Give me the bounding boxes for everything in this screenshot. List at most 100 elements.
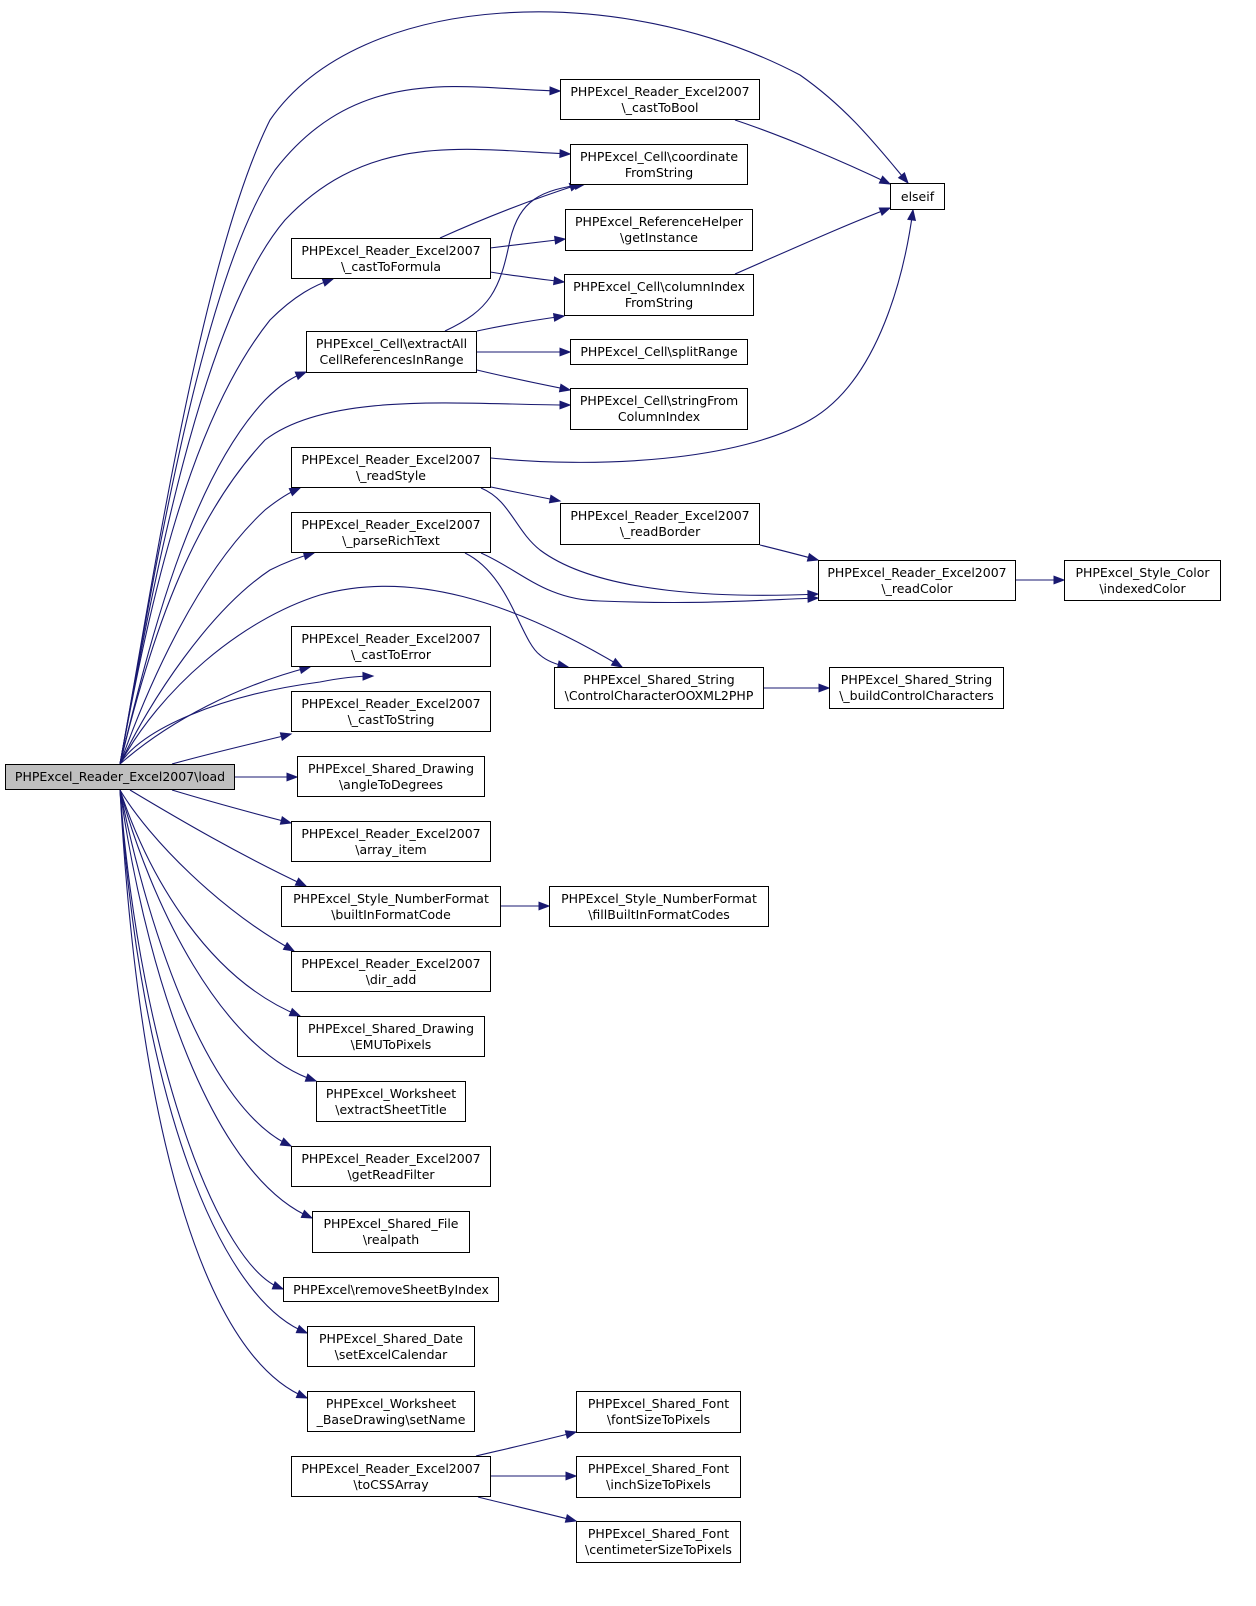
node-label-line: \builtInFormatCode bbox=[331, 906, 451, 922]
node-readStyle[interactable]: PHPExcel_Reader_Excel2007\_readStyle bbox=[291, 447, 491, 488]
node-fontSizeToPixels[interactable]: PHPExcel_Shared_Font\fontSizeToPixels bbox=[576, 1391, 741, 1433]
edge-castToBool-to-elseif-arrowhead bbox=[878, 175, 892, 185]
edge-load-to-realpath-arrowhead bbox=[279, 1137, 293, 1147]
node-label-line: \dir_add bbox=[365, 971, 417, 987]
node-setName[interactable]: PHPExcel_Worksheet_BaseDrawing\setName bbox=[307, 1391, 475, 1432]
edge-castToFormula-to-getInstance bbox=[489, 238, 566, 249]
node-controlCharOOXML[interactable]: PHPExcel_Shared_String\ControlCharacterO… bbox=[554, 667, 764, 709]
node-label-line: \_readColor bbox=[881, 580, 953, 596]
edge-load-to-readStyle bbox=[119, 487, 301, 765]
node-label-line: \_parseRichText bbox=[342, 532, 440, 548]
node-removeSheetByIndex[interactable]: PHPExcel\removeSheetByIndex bbox=[283, 1277, 499, 1302]
node-label-line: PHPExcel\removeSheetByIndex bbox=[293, 1281, 489, 1297]
edge-castToBool-to-elseif bbox=[734, 119, 891, 185]
edge-toCSSArray-to-fontSizeToPixels-arrowhead bbox=[564, 1430, 578, 1439]
edge-load-to-controlCharOOXML-arrowhead bbox=[610, 657, 624, 668]
edge-load-to-coordinateFromString bbox=[119, 148, 571, 765]
edge-load-to-setName bbox=[119, 789, 308, 1334]
node-fillBuiltInFormatCodes[interactable]: PHPExcel_Style_NumberFormat\fillBuiltInF… bbox=[549, 886, 769, 927]
node-elseif[interactable]: elseif bbox=[890, 183, 945, 210]
edge-parseRichText-to-readColor bbox=[480, 552, 819, 604]
edge-load-to-extractSheetTitle-arrowhead bbox=[288, 1007, 302, 1017]
node-readBorder[interactable]: PHPExcel_Reader_Excel2007\_readBorder bbox=[560, 503, 760, 545]
edge-load-to-elseif bbox=[119, 11, 909, 765]
edge-load-to-removeSheetByIndex bbox=[119, 789, 313, 1219]
node-label-line: PHPExcel_Shared_Drawing bbox=[307, 1020, 475, 1036]
node-label-line: \_readStyle bbox=[355, 467, 426, 483]
edge-load-to-castToString bbox=[119, 675, 374, 765]
node-indexedColor[interactable]: PHPExcel_Style_Color\indexedColor bbox=[1064, 560, 1221, 601]
node-label-line: PHPExcel_Cell\extractAll bbox=[315, 336, 468, 351]
node-readColor[interactable]: PHPExcel_Reader_Excel2007\_readColor bbox=[818, 560, 1016, 601]
node-label-line: \getReadFilter bbox=[347, 1166, 435, 1182]
node-castToString[interactable]: PHPExcel_Reader_Excel2007\_castToString bbox=[291, 691, 491, 732]
node-splitRange[interactable]: PHPExcel_Cell\splitRange bbox=[570, 339, 748, 365]
edge-controlCharOOXML-to-buildControlChars-arrowhead bbox=[818, 683, 831, 693]
node-label-line: \_castToFormula bbox=[340, 258, 442, 274]
edge-load-to-readStyle-arrowhead bbox=[288, 487, 302, 497]
edge-load-to-castToString-arrowhead bbox=[362, 671, 375, 681]
node-inchSizeToPixels[interactable]: PHPExcel_Shared_Font\inchSizeToPixels bbox=[576, 1456, 741, 1498]
node-angleToDegrees[interactable]: PHPExcel_Shared_Drawing\angleToDegrees bbox=[297, 756, 485, 797]
edge-load-to-setExcelCalendar bbox=[119, 789, 284, 1290]
node-arrayItem[interactable]: PHPExcel_Reader_Excel2007\array_item bbox=[291, 821, 491, 862]
node-castToFormula[interactable]: PHPExcel_Reader_Excel2007\_castToFormula bbox=[291, 238, 491, 279]
node-label-line: PHPExcel_Reader_Excel2007\load bbox=[14, 769, 226, 784]
edge-load-to-parseRichText bbox=[119, 552, 315, 765]
node-label-line: \toCSSArray bbox=[353, 1476, 429, 1492]
node-realpath[interactable]: PHPExcel_Shared_File\realpath bbox=[312, 1211, 470, 1253]
node-label-line: PHPExcel_Shared_Date bbox=[319, 1330, 463, 1346]
node-label-line: PHPExcel_Reader_Excel2007 bbox=[827, 564, 1007, 580]
node-label-line: \array_item bbox=[355, 841, 427, 857]
node-getInstance[interactable]: PHPExcel_ReferenceHelper\getInstance bbox=[565, 209, 753, 251]
node-buildControlChars[interactable]: PHPExcel_Shared_String\_buildControlChar… bbox=[829, 667, 1004, 709]
node-extractSheetTitle[interactable]: PHPExcel_Worksheet\extractSheetTitle bbox=[316, 1081, 466, 1122]
edge-extractAll-to-columnIndexFromString bbox=[476, 315, 565, 332]
node-dirAdd[interactable]: PHPExcel_Reader_Excel2007\dir_add bbox=[291, 951, 491, 992]
edge-columnIndexFromString-to-elseif-arrowhead bbox=[878, 207, 892, 216]
node-getReadFilter[interactable]: PHPExcel_Reader_Excel2007\getReadFilter bbox=[291, 1146, 491, 1187]
edge-load-to-elseif-arrowhead bbox=[897, 172, 909, 185]
node-label-line: PHPExcel_Reader_Excel2007 bbox=[301, 695, 481, 711]
edge-readStyle-to-elseif bbox=[480, 209, 914, 463]
node-label-line: FromString bbox=[624, 164, 694, 180]
node-label-line: \centimeterSizeToPixels bbox=[585, 1542, 732, 1557]
node-label-line: PHPExcel_Cell\splitRange bbox=[580, 344, 738, 359]
node-label-line: \_castToBool bbox=[621, 99, 699, 115]
node-setExcelCalendar[interactable]: PHPExcel_Shared_Date\setExcelCalendar bbox=[307, 1326, 475, 1367]
edge-load-to-emuToPixels bbox=[119, 789, 295, 952]
node-parseRichText[interactable]: PHPExcel_Reader_Excel2007\_parseRichText bbox=[291, 512, 491, 553]
node-castToBool[interactable]: PHPExcel_Reader_Excel2007\_castToBool bbox=[560, 79, 760, 120]
node-castToError[interactable]: PHPExcel_Reader_Excel2007\_castToError bbox=[291, 626, 491, 667]
node-label-line: PHPExcel_Reader_Excel2007 bbox=[570, 83, 750, 99]
edge-builtInFormatCode-to-fillBuiltInFormatCodes-arrowhead bbox=[538, 901, 551, 911]
node-label-line: \_buildControlCharacters bbox=[839, 688, 994, 703]
edge-extractAll-to-stringFromColumnIndex-arrowhead bbox=[558, 383, 572, 393]
edge-extractAll-to-stringFromColumnIndex bbox=[476, 369, 571, 391]
node-label-line: PHPExcel_Worksheet bbox=[325, 1395, 457, 1411]
node-emuToPixels[interactable]: PHPExcel_Shared_Drawing\EMUToPixels bbox=[297, 1016, 485, 1057]
edge-extractAll-to-coordinateFromString bbox=[444, 183, 586, 332]
node-label-line: _BaseDrawing\setName bbox=[316, 1411, 466, 1427]
edge-load-to-setName-arrowhead bbox=[295, 1324, 309, 1334]
node-toCSSArray[interactable]: PHPExcel_Reader_Excel2007\toCSSArray bbox=[291, 1456, 491, 1497]
edge-load-to-stringFromColumnIndex bbox=[119, 402, 571, 765]
node-centimeterSizeToPixels[interactable]: PHPExcel_Shared_Font\centimeterSizeToPix… bbox=[576, 1521, 741, 1563]
node-load[interactable]: PHPExcel_Reader_Excel2007\load bbox=[5, 764, 235, 790]
node-label-line: \_readBorder bbox=[619, 524, 701, 539]
edge-load-to-stringFromColumnIndex-arrowhead bbox=[559, 400, 572, 410]
node-label-line: \realpath bbox=[362, 1232, 420, 1247]
edge-parseRichText-to-readColor-arrowhead bbox=[807, 593, 820, 603]
node-label-line: PHPExcel_Shared_Font bbox=[587, 1461, 730, 1476]
edge-readColor-to-indexedColor-arrowhead bbox=[1053, 575, 1066, 585]
edge-toCSSArray-to-centimeterSizeToPixels bbox=[477, 1496, 577, 1522]
node-label-line: PHPExcel_Reader_Excel2007 bbox=[301, 1460, 481, 1476]
edge-toCSSArray-to-centimeterSizeToPixels-arrowhead bbox=[564, 1514, 578, 1523]
edge-load-to-castToBool bbox=[119, 85, 561, 765]
edge-readStyle-to-readBorder bbox=[480, 484, 561, 502]
node-builtInFormatCode[interactable]: PHPExcel_Style_NumberFormat\builtInForma… bbox=[281, 886, 501, 927]
